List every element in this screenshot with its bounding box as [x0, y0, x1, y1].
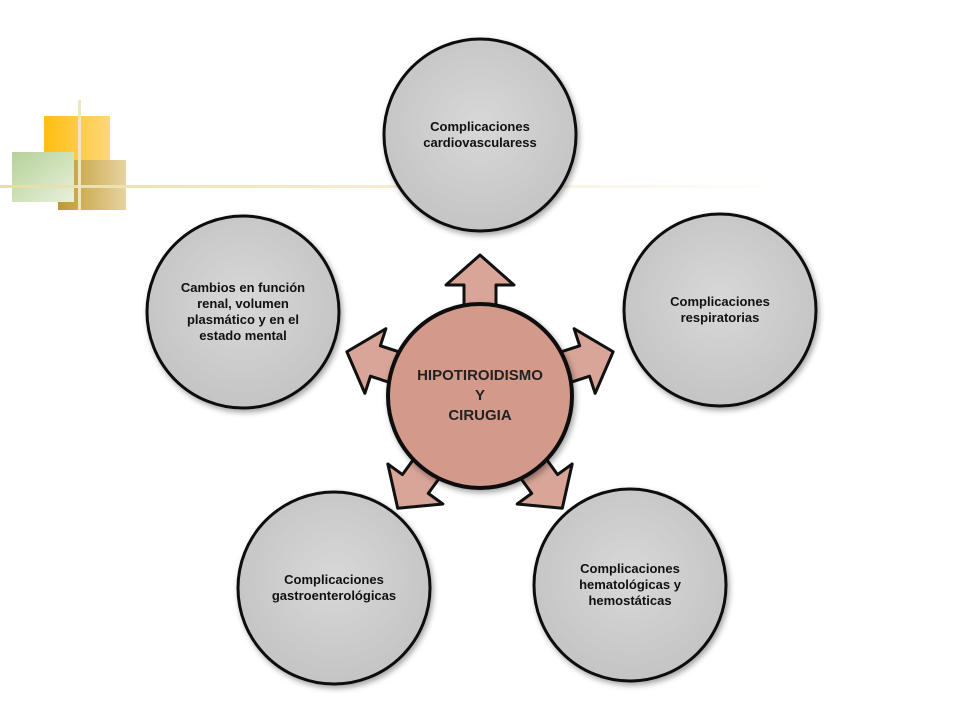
node-cardio-circle: [382, 37, 578, 233]
node-gastro-circle: [236, 490, 432, 686]
node-renal-circle: [145, 214, 341, 410]
node-hemato-circle: [532, 487, 728, 683]
center-label: HIPOTIROIDISMO Y CIRUGIA: [417, 367, 543, 424]
node-resp-circle: [622, 212, 818, 408]
node-renal-label: Cambios en función renal, volumen plasmá…: [180, 280, 306, 343]
node-resp-label: Complicaciones respiratorias: [670, 294, 770, 325]
deco-green-square: [12, 152, 74, 202]
node-gastro-label: Complicaciones gastroenterológicas: [271, 572, 397, 603]
node-cardio-label: Complicaciones cardiovascularess: [423, 119, 537, 150]
deco-vertical-line: [78, 100, 81, 210]
node-hemato-label: Complicaciones hematológicas y hemostáti…: [579, 561, 681, 608]
center-circle: [386, 302, 574, 490]
